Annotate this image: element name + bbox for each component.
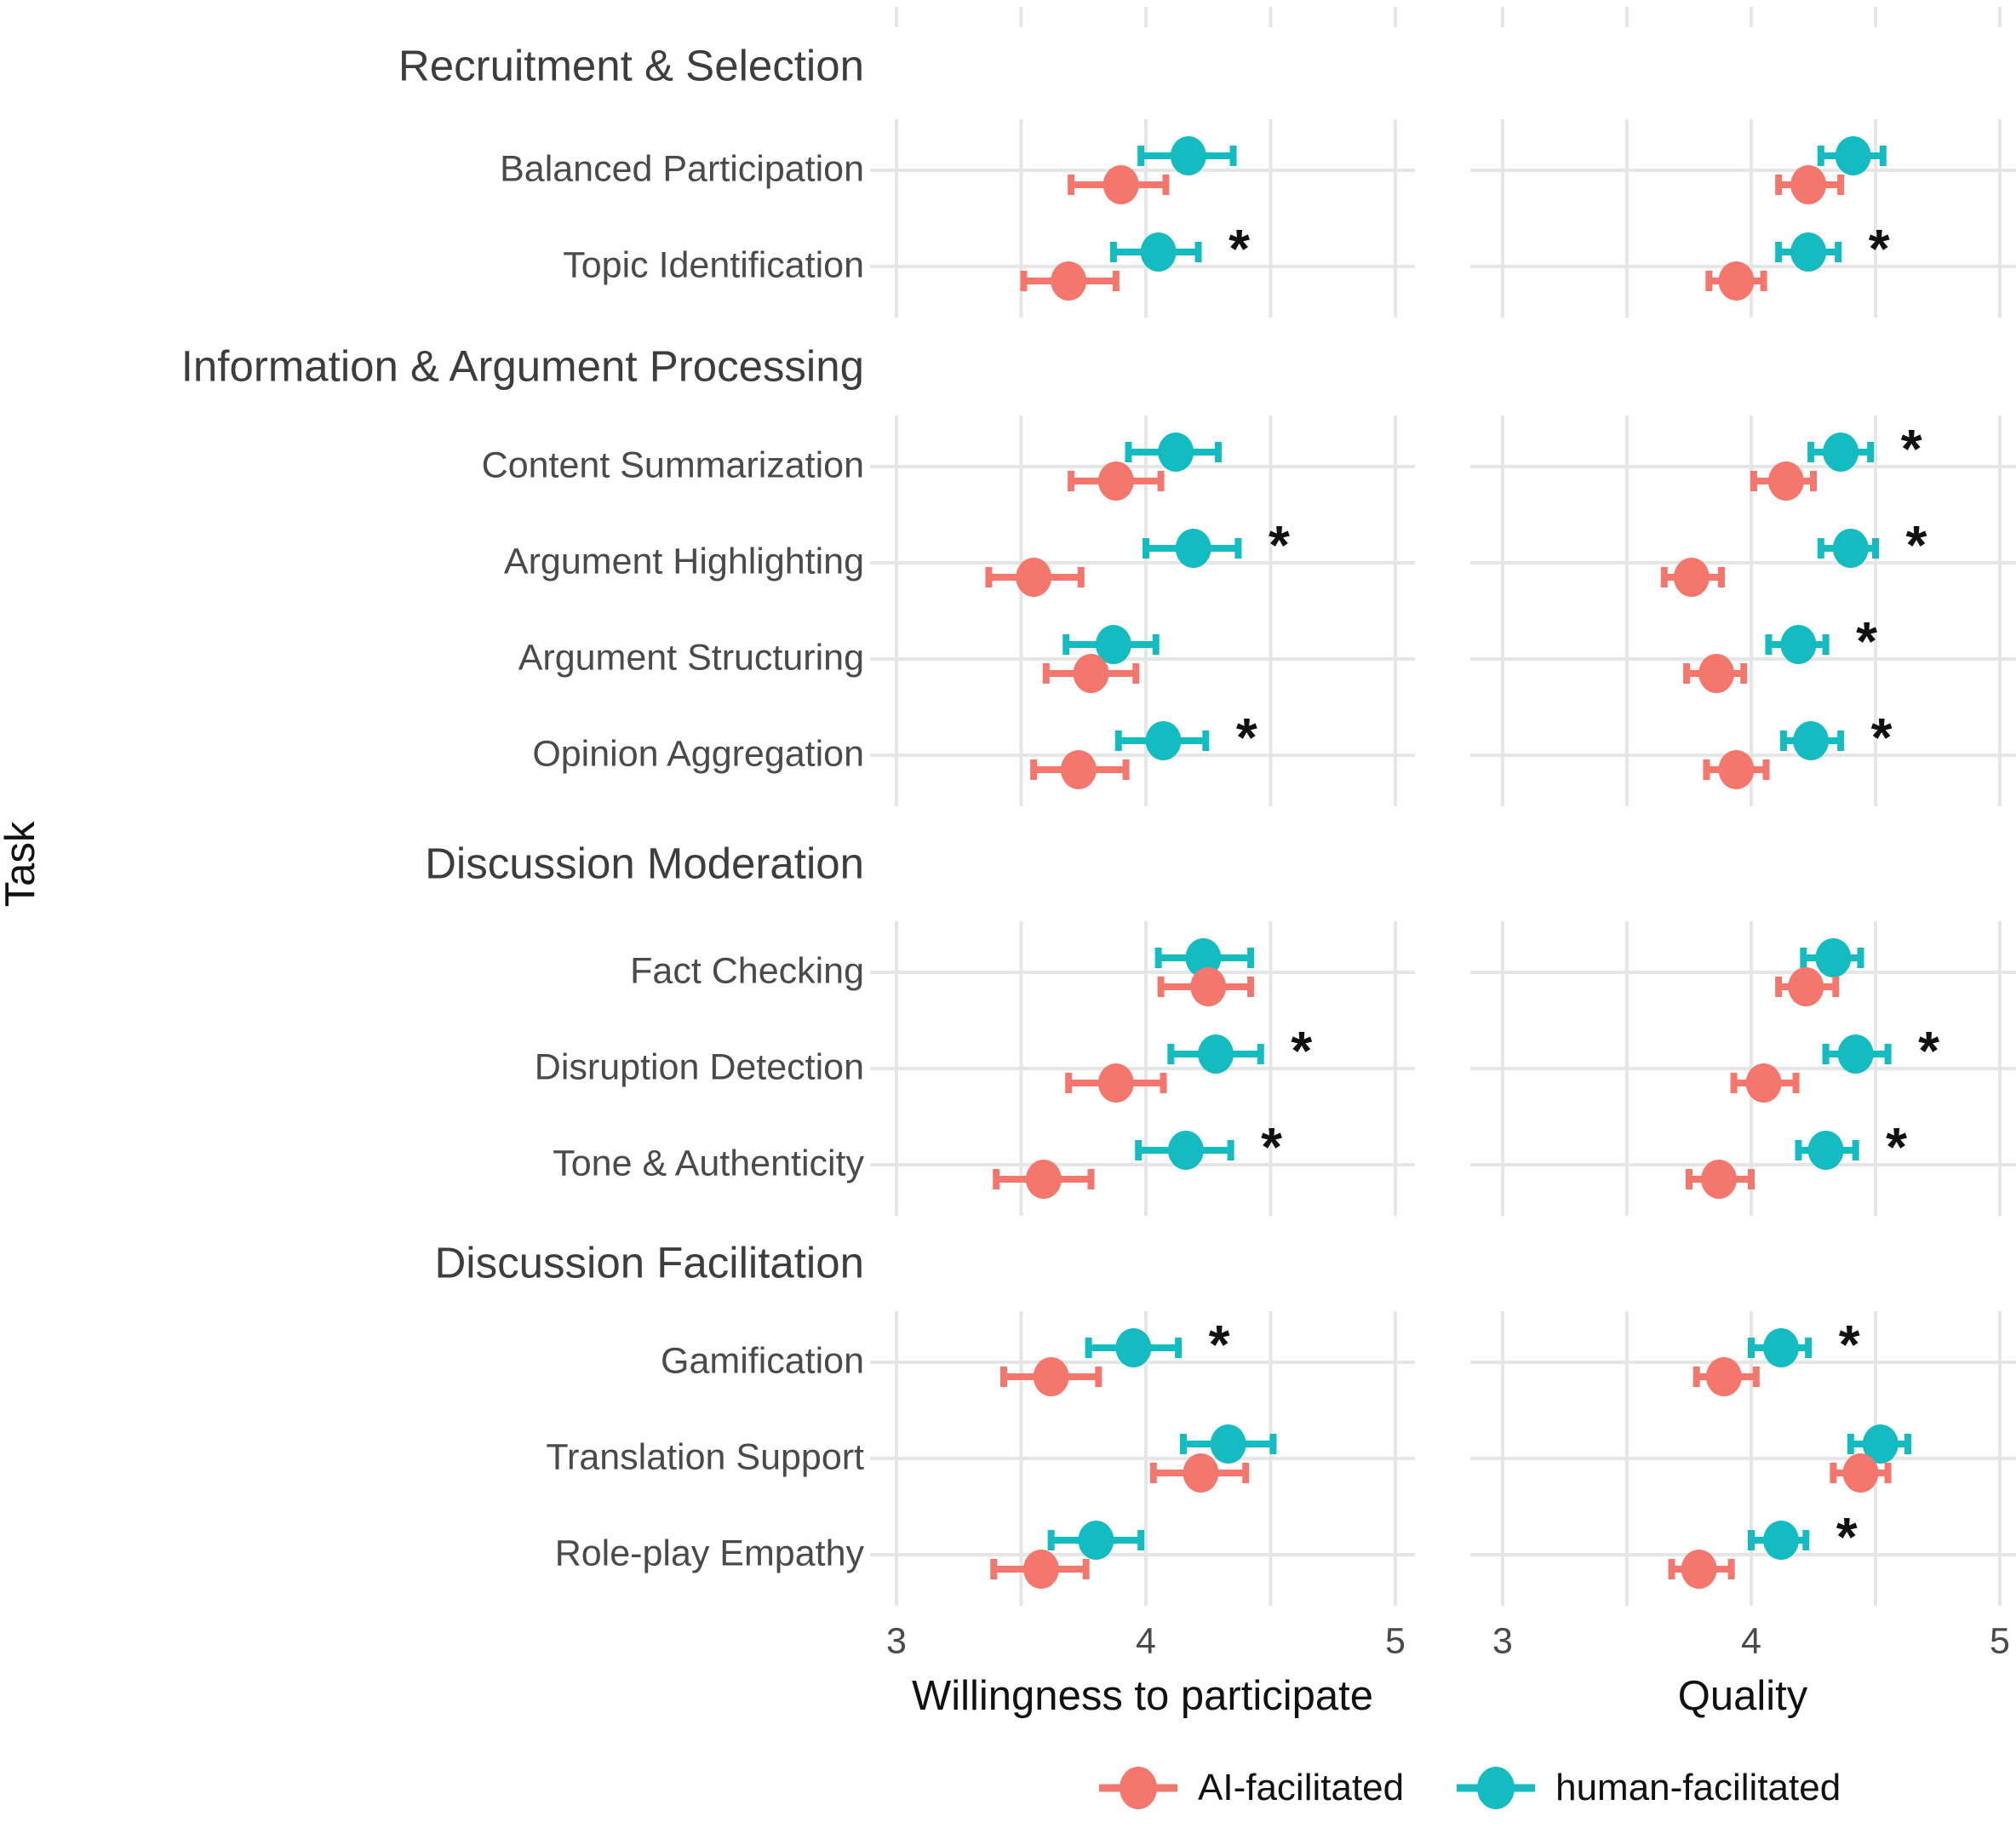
x-axis-title-quality: Quality bbox=[1677, 1673, 1808, 1719]
task-label: Translation Support bbox=[546, 1436, 864, 1478]
significance-asterisk: * bbox=[1901, 418, 1922, 479]
task-label: Gamification bbox=[661, 1340, 864, 1382]
pointrange-row-willingness: * bbox=[999, 1314, 1230, 1396]
x-axis-title-willingness: Willingness to participate bbox=[912, 1673, 1373, 1719]
significance-asterisk: * bbox=[1228, 218, 1250, 279]
task-label: Argument Structuring bbox=[518, 637, 864, 679]
x-tick-label: 4 bbox=[1136, 1620, 1156, 1662]
legend: AI-facilitated human-facilitated bbox=[1094, 1747, 1841, 1828]
significance-asterisk: * bbox=[1886, 1116, 1907, 1178]
top-grid-stubs bbox=[895, 7, 2002, 27]
significance-asterisk: * bbox=[1906, 514, 1927, 576]
legend-label-human: human-facilitated bbox=[1555, 1766, 1841, 1808]
y-axis-title: Task bbox=[0, 821, 43, 908]
x-tick-label: 5 bbox=[1385, 1620, 1406, 1662]
legend-label-ai: AI-facilitated bbox=[1198, 1766, 1405, 1808]
pointrange-row-willingness bbox=[1042, 625, 1160, 693]
x-tick-label: 4 bbox=[1741, 1620, 1761, 1662]
significance-asterisk: * bbox=[1836, 1506, 1858, 1567]
pointrange-row-quality: * bbox=[1660, 514, 1927, 597]
pointrange-row-willingness: * bbox=[993, 1116, 1282, 1199]
task-label: Disruption Detection bbox=[534, 1046, 864, 1088]
task-label: Argument Highlighting bbox=[503, 541, 864, 582]
x-tick-label: 3 bbox=[1492, 1620, 1513, 1662]
pointrange-row-quality bbox=[1775, 938, 1864, 1006]
significance-asterisk: * bbox=[1291, 1020, 1312, 1081]
pointrange-row-willingness: * bbox=[1020, 218, 1250, 301]
pointrange-row-willingness bbox=[1154, 938, 1255, 1006]
legend-item-ai: AI-facilitated bbox=[1094, 1758, 1404, 1818]
x-tick-label: 3 bbox=[886, 1620, 907, 1662]
significance-asterisk: * bbox=[1839, 1314, 1860, 1375]
task-label: Fact Checking bbox=[630, 950, 864, 992]
pointrange-row-quality bbox=[1830, 1424, 1911, 1493]
pointrange-key-human-icon bbox=[1457, 1766, 1536, 1809]
x-tick-label: 5 bbox=[1990, 1620, 2010, 1662]
task-label: Role-play Empathy bbox=[554, 1533, 864, 1574]
significance-asterisk: * bbox=[1261, 1116, 1282, 1178]
task-label: Balanced Participation bbox=[500, 148, 864, 190]
group-header: Information & Argument Processing bbox=[180, 341, 864, 390]
pointrange-row-quality bbox=[1775, 136, 1887, 204]
significance-asterisk: * bbox=[1236, 707, 1257, 768]
group-header: Discussion Moderation bbox=[425, 838, 864, 887]
significance-asterisk: * bbox=[1856, 610, 1877, 672]
pointrange-row-willingness bbox=[990, 1521, 1145, 1589]
significance-asterisk: * bbox=[1871, 707, 1893, 768]
pointrange-row-willingness bbox=[1149, 1424, 1277, 1493]
pointrange-row-quality: * bbox=[1703, 707, 1893, 789]
task-label: Content Summarization bbox=[481, 444, 864, 486]
group-header: Discussion Facilitation bbox=[434, 1238, 864, 1287]
pointrange-row-willingness bbox=[1068, 433, 1222, 501]
significance-asterisk: * bbox=[1918, 1020, 1939, 1081]
pointrange-row-willingness: * bbox=[1065, 1020, 1312, 1103]
significance-asterisk: * bbox=[1209, 1314, 1230, 1375]
group-header: Recruitment & Selection bbox=[398, 41, 864, 90]
pointrange-row-quality: * bbox=[1683, 610, 1877, 693]
pointrange-row-quality: * bbox=[1705, 218, 1890, 301]
task-label: Tone & Authenticity bbox=[553, 1143, 864, 1184]
pointrange-row-willingness: * bbox=[1030, 707, 1257, 789]
pointrange-row-quality: * bbox=[1686, 1116, 1907, 1199]
pointrange-row-willingness: * bbox=[985, 514, 1290, 597]
pointrange-row-quality: * bbox=[1730, 1020, 1939, 1103]
pointrange-row-quality: * bbox=[1668, 1506, 1858, 1589]
pointrange-row-quality: * bbox=[1692, 1314, 1860, 1396]
pointrange-row-quality: * bbox=[1750, 418, 1922, 501]
task-label: Topic Identification bbox=[563, 244, 864, 286]
task-label: Opinion Aggregation bbox=[532, 733, 864, 775]
significance-asterisk: * bbox=[1269, 514, 1290, 576]
significance-asterisk: * bbox=[1869, 218, 1890, 279]
pointrange-key-ai-icon bbox=[1099, 1766, 1177, 1809]
pointrange-row-willingness bbox=[1068, 136, 1237, 204]
legend-item-human: human-facilitated bbox=[1452, 1758, 1841, 1818]
